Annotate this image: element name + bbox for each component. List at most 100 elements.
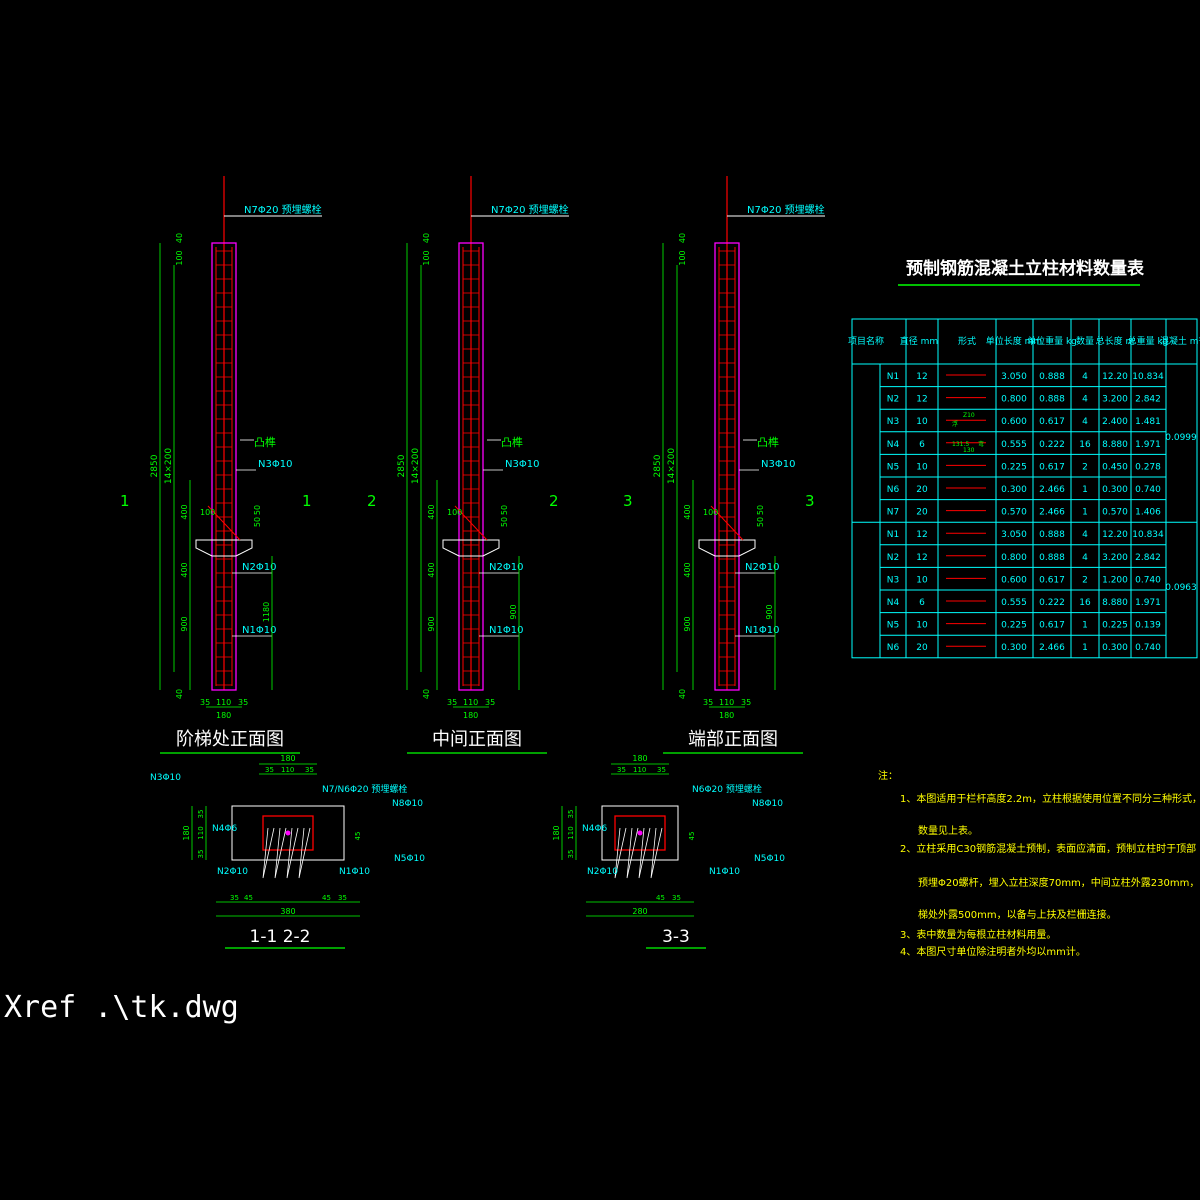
table-cell: 3.050	[1001, 530, 1027, 540]
dim-b4: 180	[719, 711, 734, 720]
table-cell: 2.842	[1135, 395, 1161, 405]
boss-label: 凸榫	[757, 435, 779, 449]
table-cell: 2.466	[1039, 643, 1065, 653]
section-n5: N5Φ10	[394, 854, 425, 864]
dim-b4: 180	[216, 711, 231, 720]
dim-900: 900	[683, 616, 692, 631]
table-cell: 10.834	[1132, 530, 1164, 540]
note-line: 数量见上表。	[918, 824, 978, 837]
table-cell: N2	[887, 395, 899, 405]
section-mark-right: 2	[549, 492, 559, 510]
table-cell: 2.400	[1102, 417, 1128, 427]
n3-label: N3Φ10	[258, 459, 292, 470]
table-cell: 2	[1082, 462, 1088, 472]
table-cell: 4	[1082, 530, 1088, 540]
dim-s2: 110	[197, 826, 205, 839]
section-outline	[231, 805, 345, 861]
n3-label: N3Φ10	[505, 459, 539, 470]
note-line: 预埋Φ20螺杆，埋入立柱深度70mm，中间立柱外露230mm，阶	[918, 876, 1200, 889]
notes-block: 注：1、本图适用于栏杆高度2.2m，立柱根据使用位置不同分三种形式，数量见上表。…	[878, 769, 1200, 958]
anchor-label: N7Φ20 预埋螺栓	[747, 203, 825, 216]
dim-side: 180	[552, 825, 561, 840]
dim-right: 900	[765, 604, 774, 619]
dim-45: 45	[354, 832, 362, 841]
table-cell: 0.300	[1001, 643, 1027, 653]
table-cell: 1.971	[1135, 440, 1161, 450]
table-cell: N3	[887, 417, 899, 427]
dim-total: 2850	[653, 454, 663, 477]
table-cell: 0.617	[1039, 575, 1065, 585]
table-cell: 4	[1082, 372, 1088, 382]
table-cell: 0.800	[1001, 395, 1027, 405]
anchor-bolt-dot	[637, 830, 643, 836]
table-cell: 12	[916, 395, 927, 405]
table-cell: 12.20	[1102, 530, 1128, 540]
n2-label: N2Φ10	[242, 562, 276, 573]
section-n4: N4Φ6	[212, 824, 238, 834]
note-line: 2、立柱采用C30钢筋混凝土预制，表面应清面，预制立柱时于顶部	[900, 842, 1196, 855]
table-cell: 2	[1082, 575, 1088, 585]
dim-40: 40	[175, 689, 184, 699]
dim-top: 180	[632, 754, 647, 763]
table-cell: 0.740	[1135, 643, 1161, 653]
table-title: 预制钢筋混凝土立柱材料数量表	[906, 258, 1145, 279]
section-n5: N5Φ10	[754, 854, 785, 864]
table-cell: 0.740	[1135, 575, 1161, 585]
n1-label: N1Φ10	[489, 625, 523, 636]
anchor-label: N7Φ20 预埋螺栓	[244, 203, 322, 216]
dim-50a: 50	[500, 505, 509, 515]
table-cell: 4	[1082, 417, 1088, 427]
section-n2: N2Φ10	[587, 867, 618, 877]
dim-400b: 400	[683, 562, 692, 577]
section-rebar-cage	[262, 815, 314, 851]
dim-400a: 400	[683, 504, 692, 519]
dim-total: 2850	[397, 454, 407, 477]
table-cell: 0.888	[1039, 372, 1065, 382]
table-cell: N6	[887, 643, 900, 653]
dim-top2: 40	[678, 233, 687, 243]
section-mark-right: 1	[302, 492, 312, 510]
section-mark-left: 1	[120, 492, 130, 510]
n2-label: N2Φ10	[489, 562, 523, 573]
boss-outline	[195, 539, 253, 557]
dim-50a: 50	[253, 505, 262, 515]
n3-label: N3Φ10	[761, 459, 795, 470]
table-cell: 12	[916, 530, 927, 540]
n3-bend	[454, 505, 488, 541]
table-cell: 20	[916, 643, 928, 653]
concrete-group2: 0.0963	[1165, 583, 1197, 593]
table-cell: 0.450	[1102, 462, 1128, 472]
table-cell: 3.050	[1001, 372, 1027, 382]
table-cell: 6	[919, 598, 925, 608]
table-cell: 16	[1079, 598, 1091, 608]
table-cell: 20	[916, 485, 928, 495]
table-cell: 1.406	[1135, 508, 1161, 518]
table-cell: 1	[1082, 485, 1088, 495]
concrete-group1: 0.0999	[1165, 433, 1197, 443]
dim-50b: 50	[500, 517, 509, 527]
table-cell: 0.617	[1039, 621, 1065, 631]
table-cell: 0.225	[1001, 462, 1027, 472]
dim-b1: 35	[200, 698, 210, 707]
section-mark-right: 3	[805, 492, 815, 510]
dim-900: 900	[180, 616, 189, 631]
table-cell: 1	[1082, 643, 1088, 653]
dim-top: 180	[280, 754, 295, 763]
table-cell: 0.222	[1039, 598, 1065, 608]
table-cell: 0.278	[1135, 462, 1161, 472]
table-cell: 2.466	[1039, 485, 1065, 495]
dim-br2: 35	[338, 894, 347, 902]
section-n8: N8Φ10	[392, 799, 423, 809]
n3-bend	[207, 505, 241, 541]
table-cell: N4	[887, 440, 900, 450]
table-cell: 4	[1082, 395, 1088, 405]
table-grid	[851, 318, 1198, 659]
leader-zigzag	[286, 827, 299, 879]
dim-b1: 35	[447, 698, 457, 707]
leader-zigzag	[650, 827, 663, 879]
